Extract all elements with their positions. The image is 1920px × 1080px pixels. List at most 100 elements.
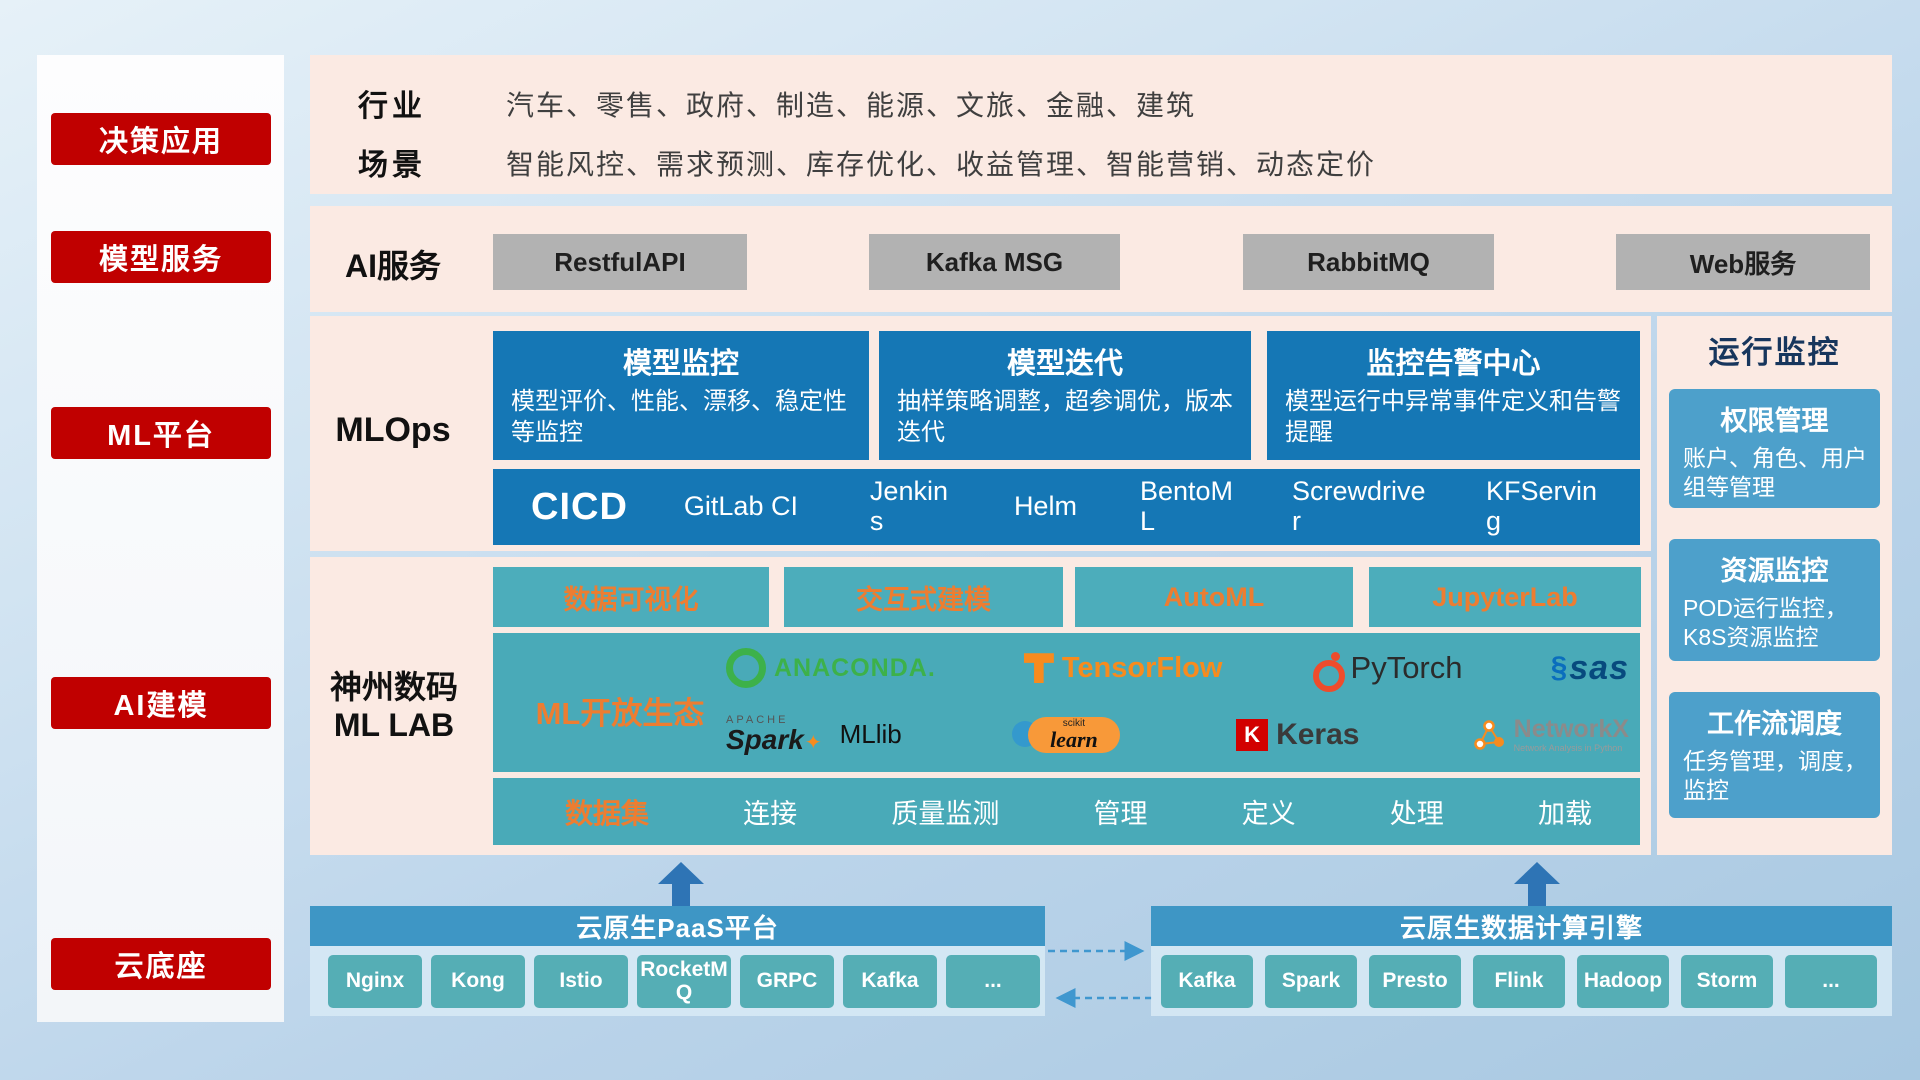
rabbitmq-button[interactable]: RabbitMQ (1243, 234, 1494, 290)
automl-button[interactable]: AutoML (1075, 567, 1353, 627)
anaconda-logo: ANACONDA. (726, 648, 936, 689)
compute-title: 云原生数据计算引擎 (1399, 912, 1643, 943)
grpc-chip[interactable]: GRPC (740, 955, 834, 1008)
web-service-button[interactable]: Web服务 (1616, 234, 1870, 290)
resource-monitor-desc: POD运行监控，K8S资源监控 (1683, 595, 1848, 651)
permission-title: 权限管理 (1720, 406, 1829, 436)
mlops-label: MLOps (335, 411, 451, 449)
spark-chip[interactable]: Spark (1265, 955, 1357, 1008)
kafka-msg-button[interactable]: Kafka MSG (869, 234, 1120, 290)
scenario-label: 场景 (358, 149, 426, 182)
compute-title-bar: 云原生数据计算引擎 (1151, 906, 1892, 946)
compute-more-chip[interactable]: ... (1785, 955, 1877, 1008)
resource-monitor-card: 资源监控 POD运行监控，K8S资源监控 (1669, 539, 1880, 661)
workflow-schedule-card: 工作流调度 任务管理，调度，监控 (1669, 692, 1880, 818)
industry-list: 汽车、零售、政府、制造、能源、文旅、金融、建筑 (506, 90, 1197, 121)
storm-chip[interactable]: Storm (1681, 955, 1773, 1008)
dataset-item-quality: 质量监测 (891, 799, 1000, 829)
monitoring-title: 运行监控 (1708, 335, 1841, 370)
kafka-compute-chip[interactable]: Kafka (1161, 955, 1253, 1008)
networkx-icon (1473, 719, 1504, 750)
sidebar-item-model-service[interactable]: 模型服务 (51, 231, 271, 283)
kafka-paas-chip[interactable]: Kafka (843, 955, 937, 1008)
dataset-item-define: 定义 (1241, 799, 1296, 829)
keras-logo: K Keras (1236, 718, 1359, 752)
pytorch-label: PyTorch (1350, 650, 1463, 686)
ecosystem-logos: ANACONDA. TensorFlow PyTorch § sas (720, 636, 1635, 769)
bentoml-label: BentoML (1139, 476, 1234, 536)
restful-api-button[interactable]: RestfulAPI (493, 234, 747, 290)
tensorflow-label: TensorFlow (1061, 651, 1223, 684)
anaconda-icon (726, 648, 766, 689)
jenkins-label: Jenkins (869, 476, 948, 536)
kfserving-label: KFServing (1485, 476, 1598, 536)
alert-center-title: 监控告警中心 (1366, 348, 1541, 380)
anaconda-label: ANACONDA. (774, 653, 936, 682)
cicd-label: CICD (531, 485, 628, 528)
paas-more-chip[interactable]: ... (946, 955, 1040, 1008)
model-iteration-title: 模型迭代 (1006, 348, 1123, 380)
tensorflow-icon (1023, 653, 1054, 684)
model-monitor-title: 模型监控 (622, 348, 739, 380)
sidebar-item-cloud-base[interactable]: 云底座 (51, 938, 271, 990)
dataset-item-load: 加载 (1537, 799, 1592, 829)
workflow-schedule-title: 工作流调度 (1707, 709, 1842, 739)
pytorch-icon (1311, 652, 1345, 693)
istio-chip[interactable]: Istio (534, 955, 628, 1008)
paas-title-bar: 云原生PaaS平台 (310, 906, 1045, 946)
dataset-item-connect: 连接 (743, 799, 798, 829)
jupyterlab-button[interactable]: JupyterLab (1369, 567, 1641, 627)
alert-center-desc: 模型运行中异常事件定义和告警提醒 (1285, 388, 1621, 446)
nginx-chip[interactable]: Nginx (328, 955, 422, 1008)
ml-ecosystem-label: ML开放生态 (535, 696, 705, 731)
sas-logo: § sas (1551, 649, 1629, 688)
data-flow-arrows (1048, 941, 1152, 1008)
dataset-label: 数据集 (565, 797, 650, 829)
mllab-label-line1: 神州数码 (329, 669, 458, 705)
sas-label: sas (1569, 648, 1629, 687)
interactive-modeling-button[interactable]: 交互式建模 (784, 567, 1063, 627)
sidebar-item-ai-modeling[interactable]: AI建模 (51, 677, 271, 729)
dataset-item-manage: 管理 (1093, 799, 1148, 829)
scenario-list: 智能风控、需求预测、库存优化、收益管理、智能营销、动态定价 (506, 149, 1377, 180)
permission-card: 权限管理 账户、角色、用户组等管理 (1669, 389, 1880, 508)
helm-label: Helm (1013, 491, 1077, 522)
sidebar-item-decision-apps[interactable]: 决策应用 (51, 113, 271, 165)
left-sidebar-panel (37, 55, 284, 1022)
scikit-label: scikit (1062, 717, 1086, 729)
learn-label: learn (1050, 726, 1098, 752)
sas-icon: § (1550, 651, 1568, 685)
hadoop-chip[interactable]: Hadoop (1577, 955, 1669, 1008)
industry-panel (310, 55, 1892, 194)
flink-chip[interactable]: Flink (1473, 955, 1565, 1008)
logo-row-1: ANACONDA. TensorFlow PyTorch § sas (720, 648, 1635, 693)
sidebar-item-ml-platform[interactable]: ML平台 (51, 407, 271, 459)
keras-icon: K (1236, 718, 1269, 751)
keras-label: Keras (1276, 717, 1360, 751)
screwdriver-label: Screwdriver (1291, 476, 1426, 536)
ai-service-label: AI服务 (344, 248, 441, 284)
up-arrow-right-icon (1514, 862, 1560, 906)
data-visualization-button[interactable]: 数据可视化 (493, 567, 769, 627)
spark-mllib-logo: APACHE Spark ✦ MLlib (726, 715, 902, 754)
resource-monitor-title: 资源监控 (1720, 556, 1829, 586)
networkx-logo: NetworkX Network Analysis in Python (1472, 716, 1629, 753)
networkx-subtitle: Network Analysis in Python (1513, 742, 1623, 753)
industry-label: 行业 (358, 90, 426, 123)
dataset-bar: 数据集 连接 质量监测 管理 定义 处理 加载 (493, 778, 1640, 845)
mllab-label-line2: ML LAB (333, 707, 455, 743)
cicd-bar: CICD GitLab CI Jenkins Helm BentoML Scre… (493, 469, 1640, 545)
presto-chip[interactable]: Presto (1369, 955, 1461, 1008)
mllab-label: 神州数码 ML LAB (314, 668, 474, 744)
apache-label: APACHE (726, 714, 789, 727)
rocketmq-chip[interactable]: RocketMQ (637, 955, 731, 1008)
up-arrow-left-icon (658, 862, 704, 906)
model-monitor-desc: 模型评价、性能、漂移、稳定性等监控 (511, 388, 847, 446)
kong-chip[interactable]: Kong (431, 955, 525, 1008)
model-iteration-card: 模型迭代 抽样策略调整，超参调优，版本迭代 (879, 331, 1251, 460)
model-iteration-desc: 抽样策略调整，超参调优，版本迭代 (897, 388, 1233, 446)
spark-star-icon: ✦ (804, 732, 822, 755)
alert-center-card: 监控告警中心 模型运行中异常事件定义和告警提醒 (1267, 331, 1640, 460)
paas-title: 云原生PaaS平台 (576, 912, 779, 943)
